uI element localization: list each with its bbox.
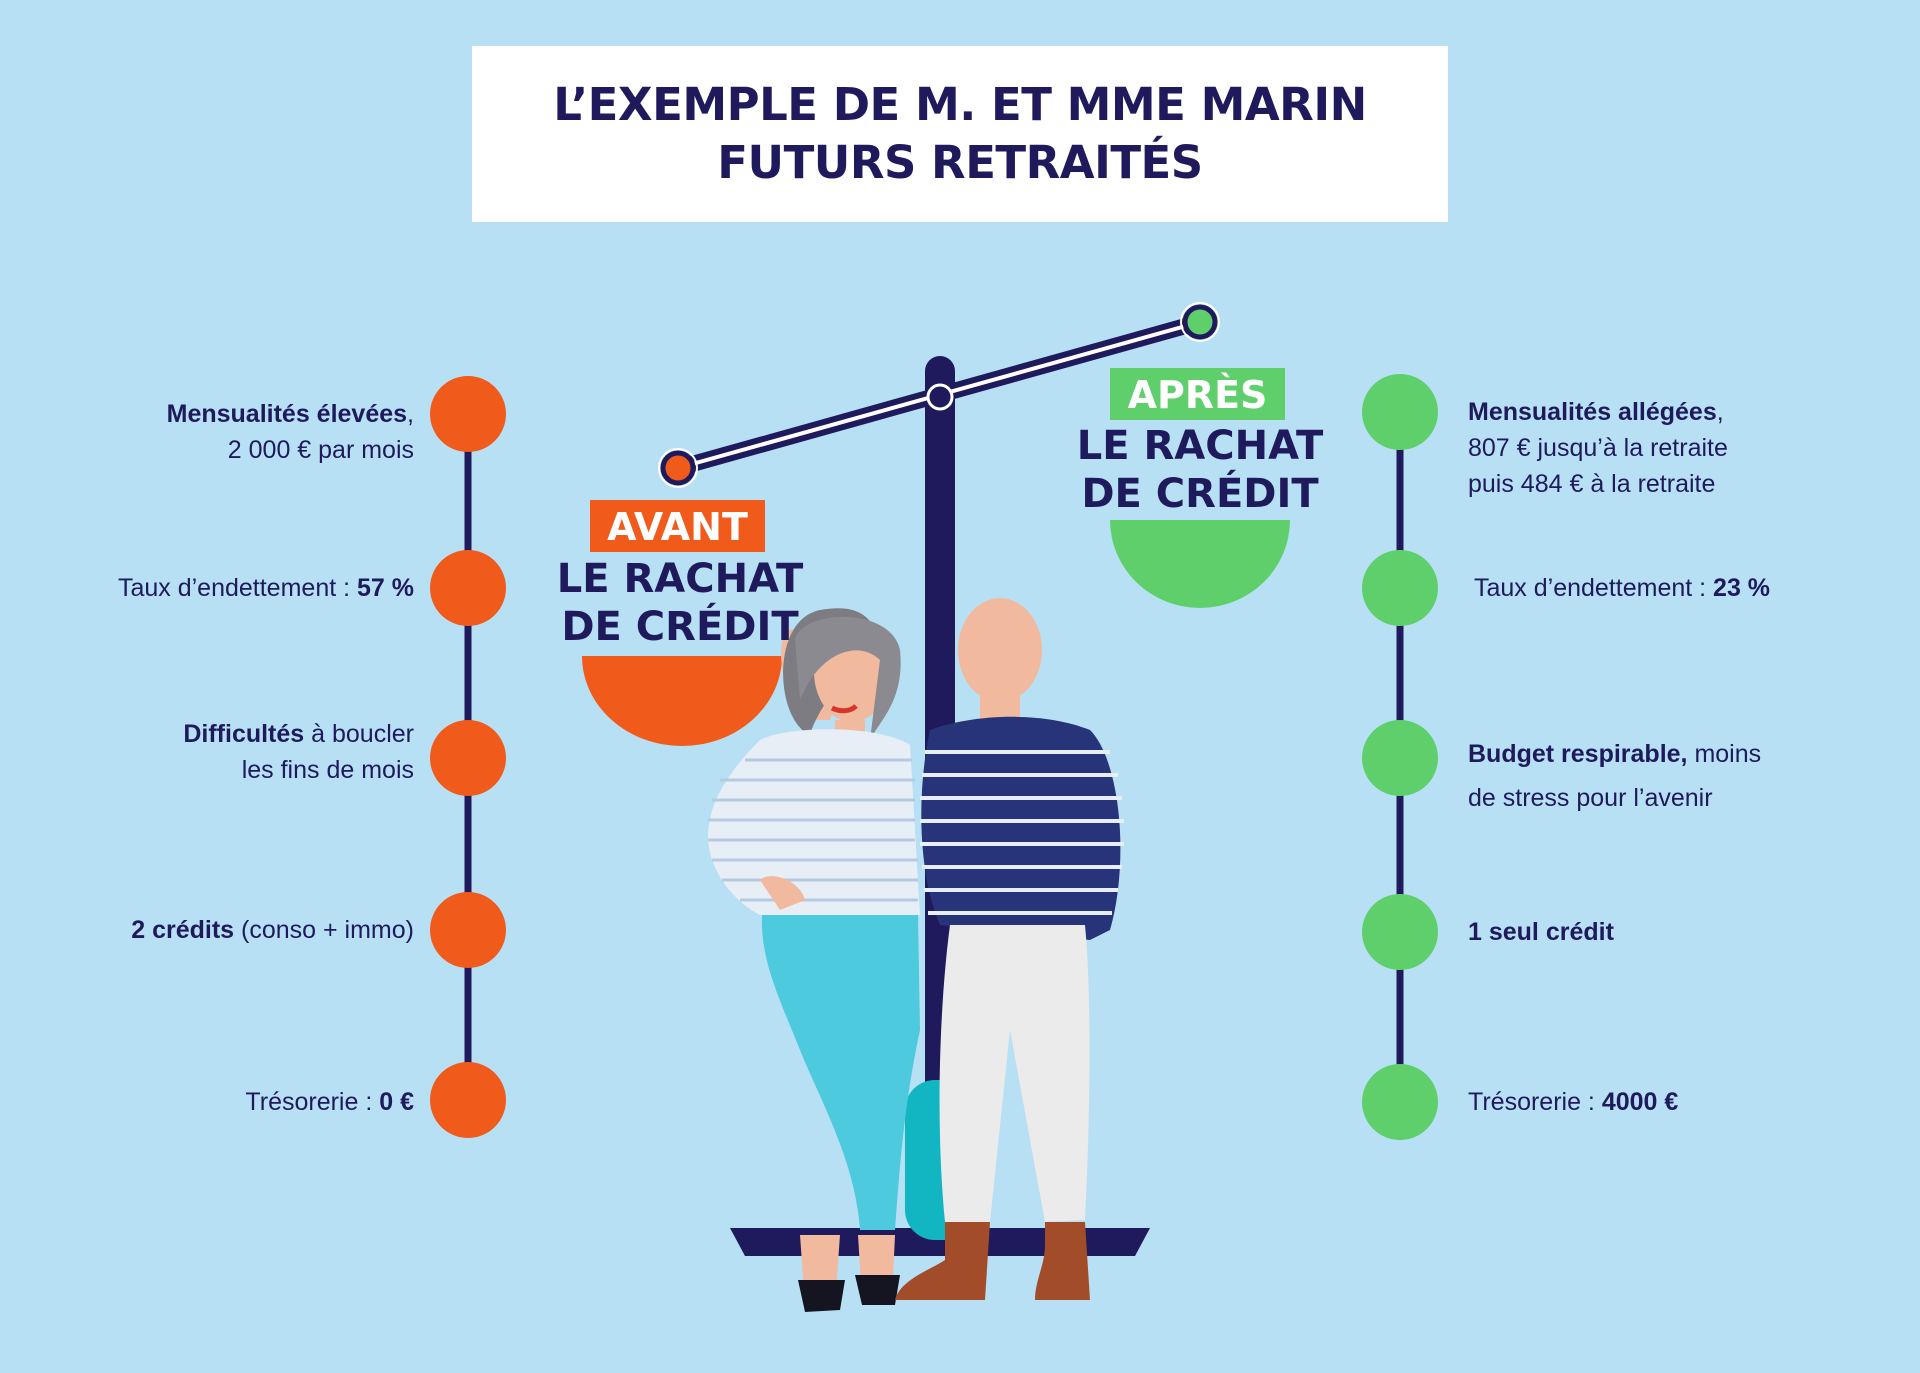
right-dot-1	[1362, 374, 1438, 450]
title-line-2: FUTURS RETRAITÉS	[717, 136, 1203, 189]
title-line-1: L’EXEMPLE DE M. ET MME MARIN	[553, 78, 1367, 131]
left-dot-2	[430, 550, 506, 626]
after-tag: APRÈS	[1127, 373, 1268, 417]
before-sub-line-2: DE CRÉDIT	[561, 604, 799, 650]
right-dot-2	[1362, 550, 1438, 626]
before-tag: AVANT	[607, 505, 748, 549]
after-sub-line-1: LE RACHAT	[1076, 423, 1324, 469]
couple-illustration	[708, 598, 1124, 1312]
before-item-5: Trésorerie : 0 €	[245, 1088, 414, 1116]
after-item-3: Budget respirable, moins de stress pour …	[1468, 740, 1762, 812]
after-item-2: Taux d’endettement : 23 %	[1474, 574, 1771, 602]
left-dot-4	[430, 892, 506, 968]
after-item-1: Mensualités allégées, 807 € jusqu’à la r…	[1468, 398, 1728, 498]
left-dot-5	[430, 1062, 506, 1138]
right-dot-4	[1362, 894, 1438, 970]
title-box: L’EXEMPLE DE M. ET MME MARIN FUTURS RETR…	[472, 46, 1448, 222]
after-tag-box	[1110, 368, 1285, 420]
before-item-4: 2 crédits (conso + immo)	[131, 916, 414, 944]
before-item-2: Taux d’endettement : 57 %	[117, 574, 414, 602]
after-item-4: 1 seul crédit	[1468, 918, 1614, 946]
right-dot-5	[1362, 1064, 1438, 1140]
before-sub-line-1: LE RACHAT	[556, 556, 804, 602]
right-dot-3	[1362, 720, 1438, 796]
after-item-5: Trésorerie : 4000 €	[1468, 1088, 1679, 1116]
left-dot-1	[430, 376, 506, 452]
before-item-3: Difficultés à boucler les fins de mois	[183, 720, 414, 784]
before-item-1: Mensualités élevées, 2 000 € par mois	[166, 400, 414, 464]
after-sub-line-2: DE CRÉDIT	[1081, 471, 1319, 517]
left-dot-3	[430, 720, 506, 796]
before-tag-box	[590, 500, 765, 552]
